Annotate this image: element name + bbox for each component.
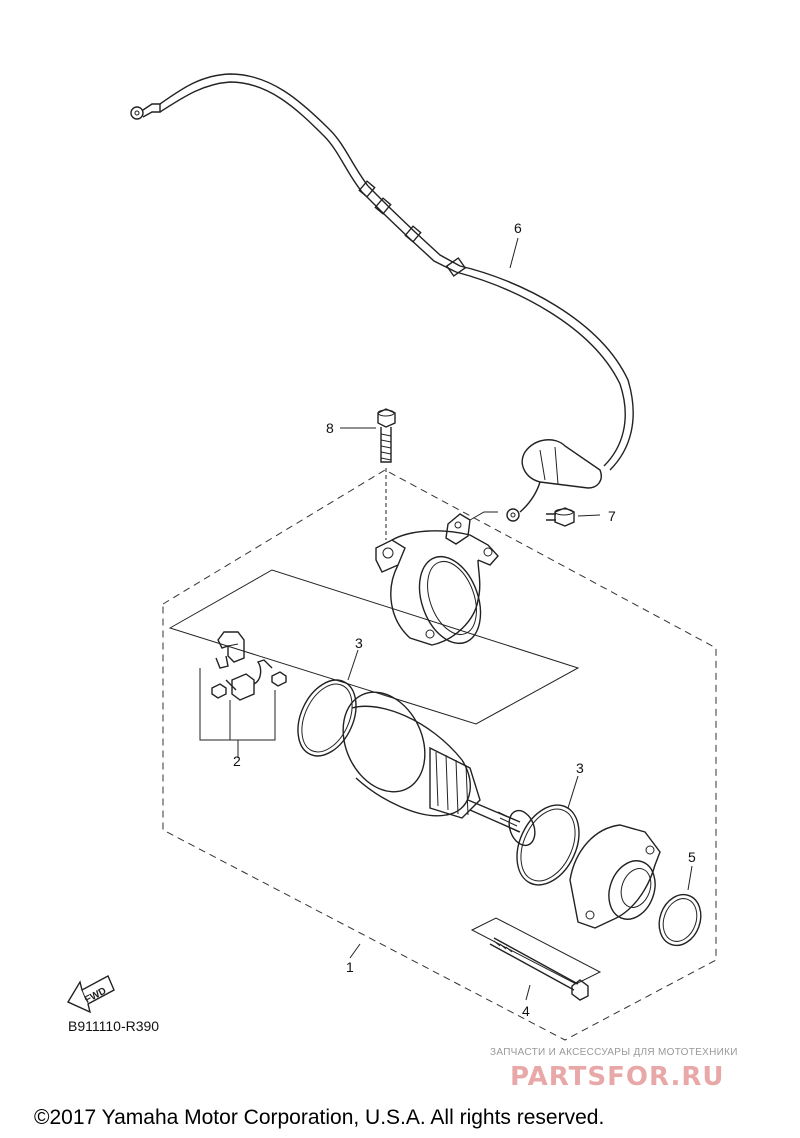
brush-kit-plane [168, 569, 580, 725]
brush-set [199, 631, 287, 752]
mounting-bolt [377, 408, 396, 540]
o-ring-front [516, 775, 580, 886]
through-bolt [470, 917, 602, 1001]
callout-3-front: 3 [576, 760, 584, 776]
callout-7: 7 [608, 508, 616, 524]
starter-yoke-armature [342, 691, 536, 847]
callout-2: 2 [233, 753, 241, 769]
callout-1: 1 [346, 959, 354, 975]
diagram-code: B911110-R390 [68, 1018, 159, 1034]
watermark: ЗАПЧАСТИ И АКСЕССУАРЫ ДЛЯ МОТОТЕХНИКИ PA… [490, 1047, 738, 1092]
starter-cable [130, 73, 634, 522]
watermark-brand: PARTSFOR.RU [510, 1062, 724, 1092]
callout-5: 5 [688, 849, 696, 865]
callout-6: 6 [514, 220, 522, 236]
callout-8: 8 [326, 420, 334, 436]
starter-rear-cover [569, 824, 661, 929]
copyright-notice: ©2017 Yamaha Motor Corporation, U.S.A. A… [34, 1106, 604, 1129]
callout-3-rear: 3 [355, 635, 363, 651]
watermark-tagline: ЗАПЧАСТИ И АКСЕССУАРЫ ДЛЯ МОТОТЕХНИКИ [490, 1047, 738, 1058]
o-ring-small [658, 865, 702, 947]
assembly-boundary [162, 469, 717, 1041]
callout-4: 4 [522, 1003, 530, 1019]
terminal-nut [546, 507, 575, 527]
callout-leaders [237, 237, 601, 1001]
starter-front-cover [375, 511, 499, 646]
fwd-arrow-icon: FWD [66, 975, 115, 1014]
o-ring-rear [297, 649, 359, 757]
